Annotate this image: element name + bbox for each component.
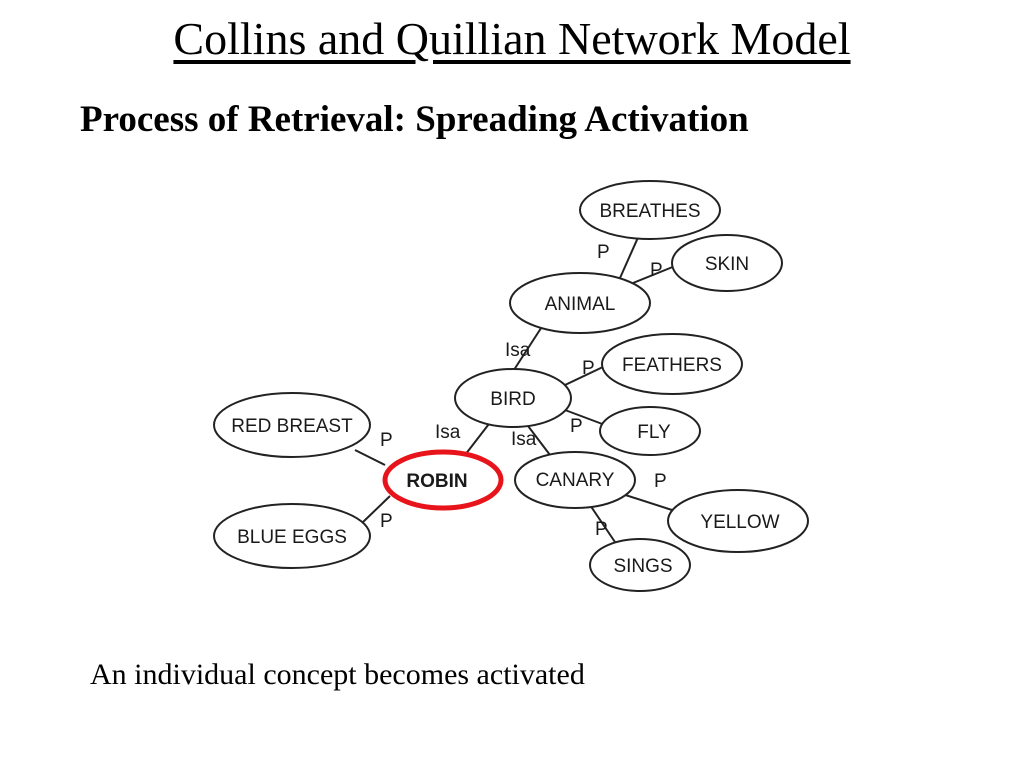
node-label-bird: BIRD [490,389,535,410]
node-label-red-breast: RED BREAST [231,416,353,437]
link-label-canary-bird: Isa [511,429,537,450]
node-label-sings: SINGS [613,556,672,577]
node-label-feathers: FEATHERS [622,355,722,376]
link-label-animal-breathes: P [597,242,610,263]
edge-canary-bird [524,421,551,456]
node-canary [514,451,636,509]
node-blue-eggs [213,503,371,569]
edge-robin-bird [464,419,493,456]
edge-animal-breathes [619,232,641,279]
link-label-canary-sings: P [595,519,608,540]
link-label-robin-red-breast: P [380,430,393,451]
node-bird [454,368,572,428]
node-label-skin: SKIN [705,254,749,275]
node-label-breathes: BREATHES [599,201,700,222]
link-labels: P P Isa P P Isa Isa P P P P [380,242,667,540]
link-label-bird-fly: P [570,416,583,437]
edge-robin-blue-eggs [361,495,391,524]
node-sings [589,538,691,592]
edge-canary-sings [589,504,618,546]
network-nodes [213,180,809,592]
edge-robin-red-breast [354,449,386,466]
edge-bird-animal [509,321,546,377]
node-animal [509,272,651,334]
node-fly [599,406,701,456]
node-feathers [601,333,743,395]
network-edges [354,232,686,546]
node-label-animal: ANIMAL [545,294,616,315]
link-label-bird-animal: Isa [505,340,531,361]
node-label-robin: ROBIN [406,471,467,492]
node-label-canary: CANARY [536,470,615,491]
slide-subtitle: Process of Retrieval: Spreading Activati… [80,99,749,140]
node-skin [671,234,783,292]
edge-bird-feathers [564,365,606,386]
link-label-animal-skin: P [650,260,663,281]
link-label-robin-bird: Isa [435,422,461,443]
link-label-canary-yellow: P [654,471,667,492]
node-breathes [579,180,721,240]
node-yellow [667,489,809,553]
link-label-bird-feathers: P [582,358,595,379]
node-labels: BREATHES SKIN ANIMAL FEATHERS BIRD FLY R… [231,201,779,577]
node-robin-activated-ring [382,449,504,511]
slide-title: Collins and Quillian Network Model [173,13,851,64]
node-label-fly: FLY [637,422,671,443]
edge-bird-fly [564,409,606,426]
link-label-robin-blue-eggs: P [380,511,393,532]
node-red-breast [213,392,371,458]
node-label-blue-eggs: BLUE EGGS [237,527,347,548]
slide-caption: An individual concept becomes activated [90,658,585,691]
node-label-yellow: YELLOW [700,512,779,533]
